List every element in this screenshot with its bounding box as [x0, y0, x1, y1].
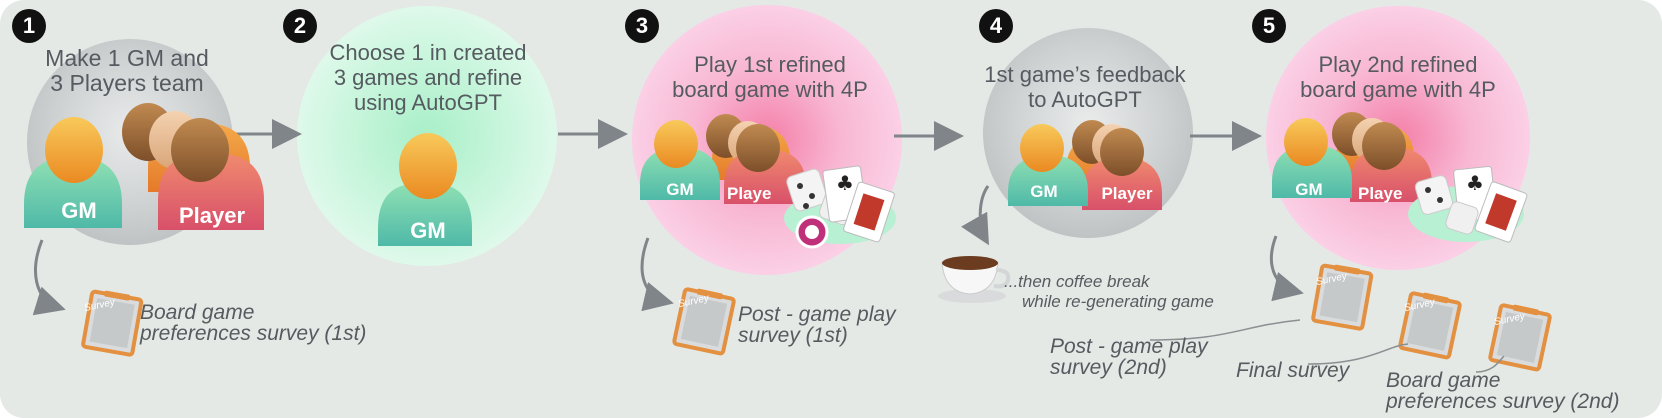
step3-number-badge: 3	[625, 9, 659, 43]
coffee-caption: ...then coffee break while re-generating…	[1004, 272, 1214, 311]
svg-text:♣: ♣	[1466, 171, 1484, 195]
step1-player-label: Player	[178, 203, 246, 228]
step4-gm-label: GM	[1030, 182, 1058, 201]
step1-people	[24, 103, 264, 230]
connector-5c	[1475, 355, 1505, 373]
step2-person	[378, 133, 472, 246]
step1-gm-label: GM	[61, 198, 97, 223]
step5-people: ♣	[1272, 112, 1528, 243]
arrow-to-coffee	[961, 185, 990, 246]
step4-people	[1008, 120, 1162, 210]
step3-gm-label: GM	[666, 180, 694, 199]
step5-gm-label: GM	[1295, 180, 1323, 199]
step4-number-badge: 4	[979, 9, 1013, 43]
connector-5b	[1307, 343, 1409, 365]
survey5b-caption: Final survey	[1236, 359, 1350, 382]
step3-player-label: Playe	[727, 184, 772, 203]
step2-number-badge: 2	[283, 9, 317, 43]
step2-gm-label: GM	[410, 218, 446, 243]
step3-people: ♣	[640, 114, 896, 249]
arrow-to-survey1	[32, 239, 66, 316]
step4-player-label: Player	[1101, 184, 1153, 203]
coffee-cup-icon	[938, 256, 1011, 303]
connector-5a	[1149, 319, 1301, 341]
step5-player-label: Playe	[1358, 184, 1403, 203]
arrow-to-survey5	[1269, 235, 1304, 302]
step1-number-badge: 1	[12, 9, 46, 43]
step5-number-badge: 5	[1252, 9, 1286, 43]
svg-text:♣: ♣	[836, 171, 854, 195]
arrow-to-survey3	[640, 237, 674, 312]
